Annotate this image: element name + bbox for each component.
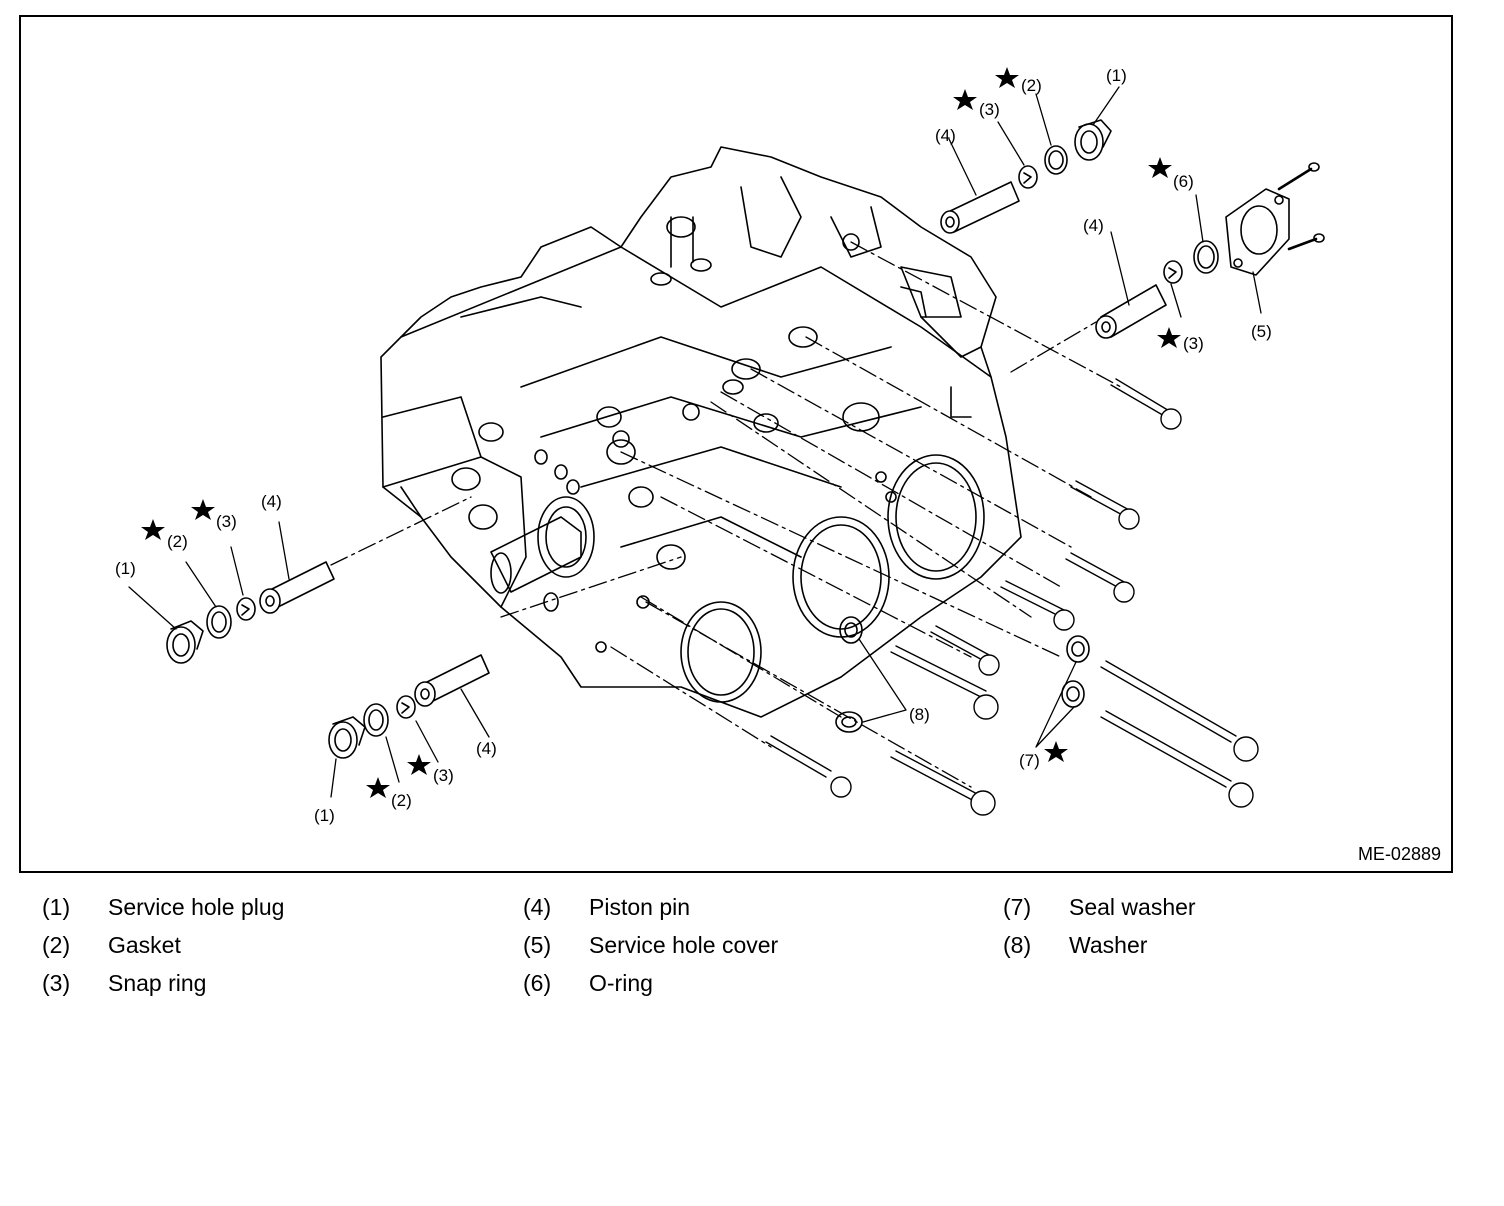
legend-number: (5) bbox=[523, 932, 552, 958]
callout-1: (1) bbox=[1106, 66, 1127, 85]
lower-service-hole-parts bbox=[328, 654, 490, 759]
callout-3: (3) bbox=[1183, 334, 1204, 353]
callout-4: (4) bbox=[935, 126, 956, 145]
legend-number: (4) bbox=[523, 894, 552, 920]
star-icon bbox=[141, 519, 165, 540]
callout-3: (3) bbox=[979, 100, 1000, 119]
engine-exploded-diagram: (1) (2) (3) (4) (6) (4) (3) (5) (1) (2) … bbox=[115, 66, 1325, 825]
legend-number: (2) bbox=[42, 932, 71, 958]
callout-6: (6) bbox=[1173, 172, 1194, 191]
star-icon bbox=[995, 67, 1019, 88]
legend-number: (8) bbox=[1003, 932, 1032, 958]
callout-7: (7) bbox=[1019, 751, 1040, 770]
figure-frame: (1) (2) (3) (4) (6) (4) (3) (5) (1) (2) … bbox=[19, 15, 1453, 873]
legend-name: Washer bbox=[1069, 932, 1148, 958]
leader-lines bbox=[128, 86, 1262, 798]
upper-service-hole-parts bbox=[940, 119, 1112, 234]
callout-4: (4) bbox=[261, 492, 282, 511]
legend-name: Seal washer bbox=[1069, 894, 1196, 920]
legend-name: Service hole plug bbox=[108, 894, 285, 920]
star-icon bbox=[1044, 741, 1068, 762]
star-icon bbox=[1148, 157, 1172, 178]
legend-number: (7) bbox=[1003, 894, 1032, 920]
legend-name: Snap ring bbox=[108, 970, 207, 996]
star-icon bbox=[191, 499, 215, 520]
engine-block bbox=[380, 146, 1022, 718]
star-icon bbox=[407, 754, 431, 775]
callout-8: (8) bbox=[909, 705, 930, 724]
legend-name: Service hole cover bbox=[589, 932, 779, 958]
left-service-hole-parts bbox=[166, 561, 335, 664]
assembly-centerlines bbox=[330, 241, 1122, 788]
callout-2: (2) bbox=[167, 532, 188, 551]
legend-name: Piston pin bbox=[589, 894, 691, 920]
callout-1: (1) bbox=[115, 559, 136, 578]
callout-1: (1) bbox=[314, 806, 335, 825]
callout-4: (4) bbox=[1083, 216, 1104, 235]
washers bbox=[835, 616, 1090, 733]
service-hole-cover-parts bbox=[1095, 162, 1325, 339]
callout-labels: (1) (2) (3) (4) (6) (4) (3) (5) (1) (2) … bbox=[115, 66, 1272, 825]
legend-name: Gasket bbox=[108, 932, 181, 958]
callout-4: (4) bbox=[476, 739, 497, 758]
callout-2: (2) bbox=[391, 791, 412, 810]
callout-2: (2) bbox=[1021, 76, 1042, 95]
replace-star-icons bbox=[141, 67, 1181, 798]
legend-number: (3) bbox=[42, 970, 71, 996]
crankcase-bolts bbox=[765, 378, 1259, 816]
legend-name: O-ring bbox=[589, 970, 653, 996]
figure-code: ME-02889 bbox=[1357, 844, 1441, 864]
star-icon bbox=[953, 89, 977, 110]
legend-number: (6) bbox=[523, 970, 552, 996]
callout-3: (3) bbox=[433, 766, 454, 785]
star-icon bbox=[1157, 327, 1181, 348]
callout-3: (3) bbox=[216, 512, 237, 531]
callout-5: (5) bbox=[1251, 322, 1272, 341]
star-icon bbox=[366, 777, 390, 798]
legend-number: (1) bbox=[42, 894, 71, 920]
